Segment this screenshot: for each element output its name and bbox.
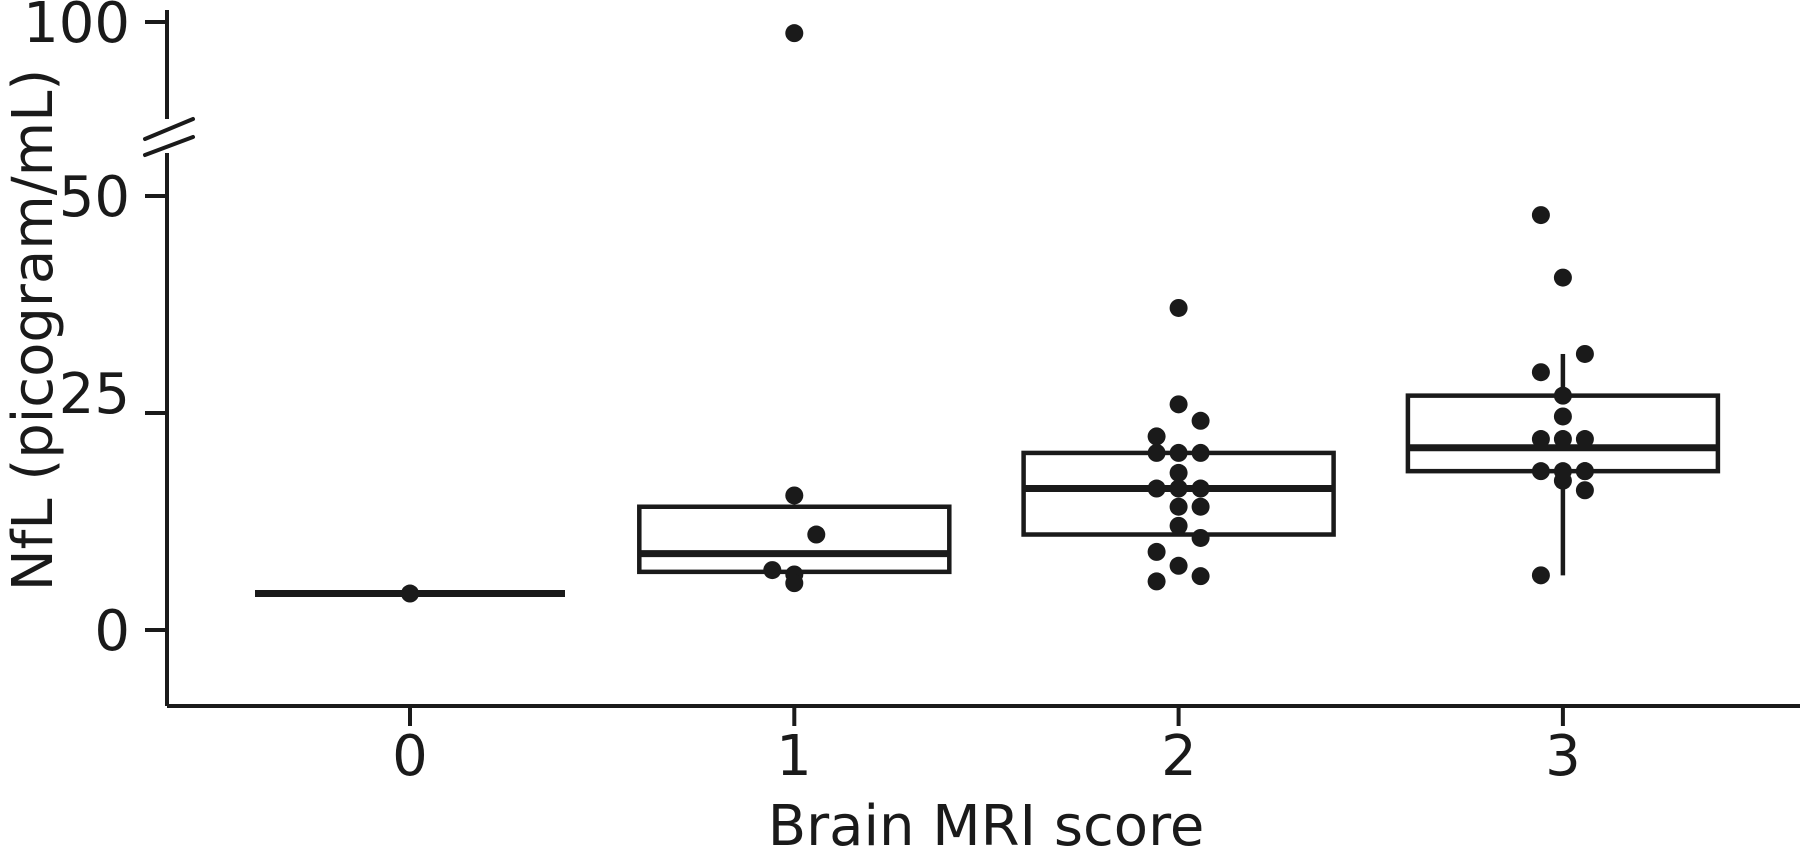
data-point-1-2 [763, 561, 782, 580]
data-point-2-15 [1147, 542, 1166, 561]
y-tick-label-50: 50 [59, 165, 130, 230]
box-group-1 [637, 24, 952, 593]
data-point-2-5 [1191, 443, 1210, 462]
y-tick-label-25: 25 [59, 362, 130, 427]
data-point-3-6 [1575, 430, 1594, 449]
x-tick-label-3: 3 [1545, 724, 1581, 789]
axis-break-slash-lower [143, 135, 195, 157]
data-point-2-11 [1169, 497, 1188, 516]
data-point-3-2 [1575, 344, 1594, 363]
data-point-1-0 [785, 486, 804, 505]
data-point-3-5 [1553, 407, 1572, 426]
box-group-0 [255, 584, 565, 603]
data-point-2-8 [1169, 479, 1188, 498]
y-axis-title: NfL (picogram/mL) [1, 69, 66, 592]
x-tick-label-0: 0 [392, 724, 428, 789]
data-point-3-4 [1553, 386, 1572, 405]
data-point-2-3 [1147, 427, 1166, 446]
data-point-1-1 [807, 525, 826, 544]
data-point-3-1 [1553, 268, 1572, 287]
box-group-2 [1021, 298, 1336, 591]
box-rect-1 [637, 504, 952, 575]
data-point-3-15 [1531, 566, 1550, 585]
data-point-3-11 [1575, 462, 1594, 481]
x-axis-title: Brain MRI score [768, 794, 1205, 859]
data-point-1-4 [785, 574, 804, 593]
data-point-3-0 [1531, 206, 1550, 225]
data-point-2-14 [1191, 528, 1210, 547]
x-tick-label-1: 1 [776, 724, 812, 789]
data-point-3-14 [1575, 481, 1594, 500]
data-point-2-4 [1169, 443, 1188, 462]
data-point-2-12 [1191, 497, 1210, 516]
data-point-2-10 [1147, 479, 1166, 498]
x-tick-label-2: 2 [1161, 724, 1197, 789]
data-point-2-2 [1191, 411, 1210, 430]
data-point-2-17 [1191, 567, 1210, 586]
data-point-2-6 [1147, 443, 1166, 462]
data-point-2-0 [1169, 298, 1188, 317]
data-point-3-8 [1553, 430, 1572, 449]
data-point-2-9 [1191, 479, 1210, 498]
outlier-point-1-0 [785, 24, 804, 43]
plot-geometry [143, 10, 1800, 726]
data-point-3-12 [1531, 462, 1550, 481]
data-point-2-7 [1169, 463, 1188, 482]
data-point-2-16 [1169, 556, 1188, 575]
box-group-3 [1405, 206, 1721, 585]
y-tick-label-100: 100 [23, 0, 130, 56]
axis-break-slash-upper [143, 117, 195, 141]
y-tick-label-0: 0 [94, 599, 130, 664]
data-point-3-13 [1553, 471, 1572, 490]
data-point-2-18 [1147, 572, 1166, 591]
data-point-2-1 [1169, 395, 1188, 414]
data-point-2-13 [1169, 516, 1188, 535]
data-point-0-0 [401, 584, 419, 603]
data-point-3-7 [1531, 430, 1550, 449]
data-point-3-3 [1531, 363, 1550, 382]
